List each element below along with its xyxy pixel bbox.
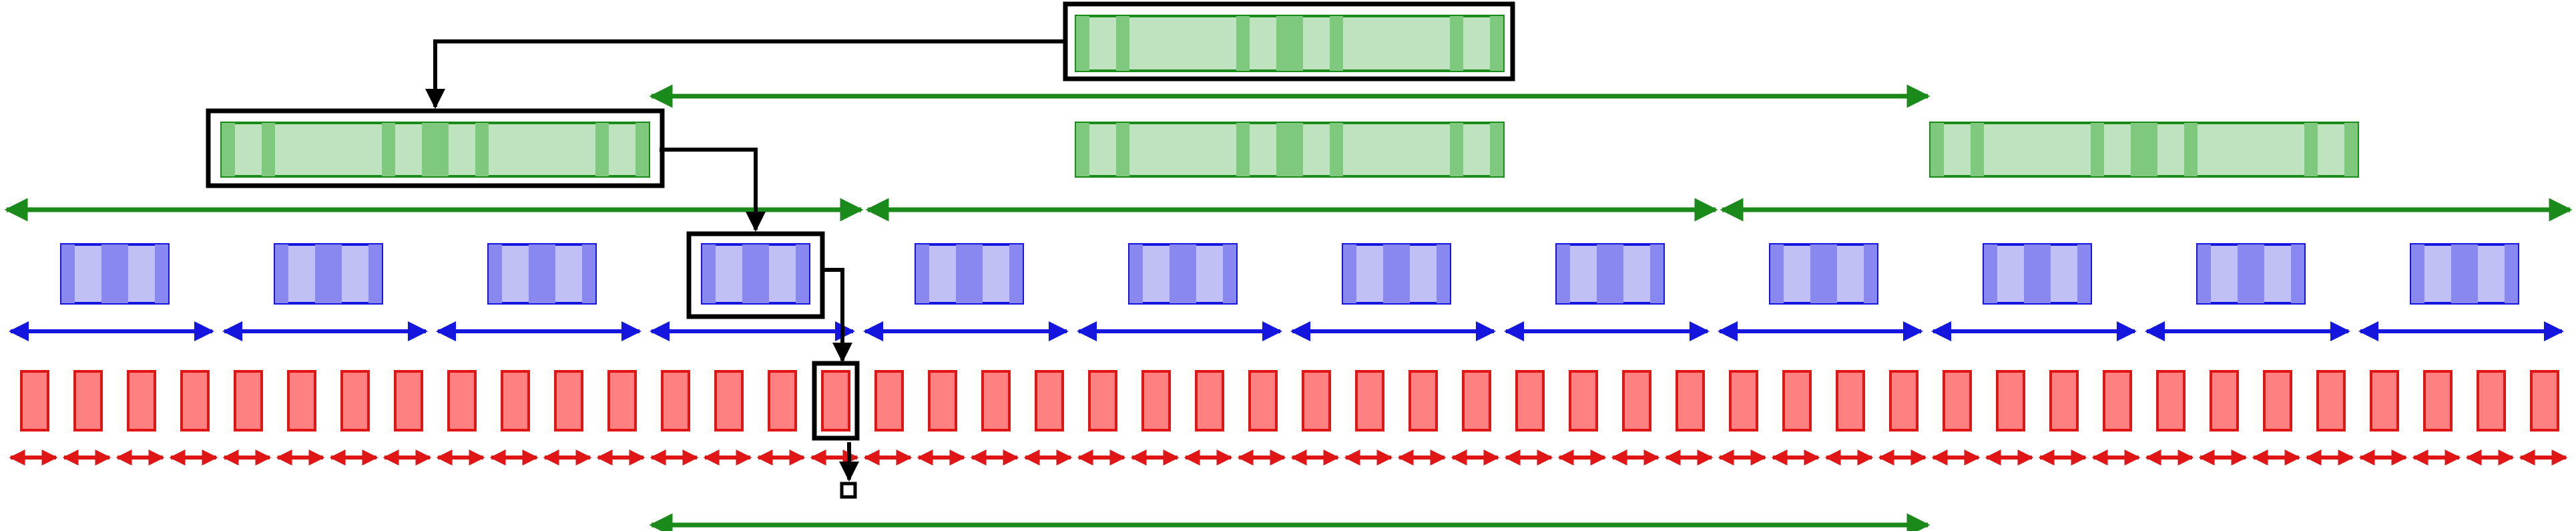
- level-3-block: [501, 370, 530, 431]
- level-3-block: [180, 370, 210, 431]
- level-3-block: [20, 370, 49, 431]
- level-3-block: [2103, 370, 2132, 431]
- level-3-block: [1195, 370, 1224, 431]
- level-3-block: [2370, 370, 2399, 431]
- level-2-block: [1555, 243, 1665, 305]
- connector-arrow: [822, 268, 852, 363]
- level-2-block: [1342, 243, 1451, 305]
- level-3-block: [2316, 370, 2346, 431]
- level-3-block: [1943, 370, 1972, 431]
- level-3-block: [394, 370, 423, 431]
- level-3-block: [2263, 370, 2292, 431]
- level-3-block: [2530, 370, 2559, 431]
- level-3-block: [2049, 370, 2079, 431]
- level-3-block: [768, 370, 797, 431]
- level-0-block: [1063, 1, 1515, 81]
- level-3-block: [1996, 370, 2025, 431]
- level-3-block: [1302, 370, 1331, 431]
- level-2-block: [1769, 243, 1878, 305]
- level-3-block: [340, 370, 370, 431]
- highlight-box: [812, 361, 860, 441]
- level-2-block: [1128, 243, 1238, 305]
- level-2-block: [686, 231, 825, 319]
- level-2-block: [60, 243, 170, 305]
- level-3-block: [607, 370, 637, 431]
- level-3-block: [234, 370, 263, 431]
- level-2-row: [8, 231, 2564, 341]
- level-3-block: [714, 370, 744, 431]
- level-3-block: [1782, 370, 1812, 431]
- level-3-row: [9, 361, 2568, 466]
- level-3-block: [1569, 370, 1598, 431]
- level-3-block: [554, 370, 583, 431]
- level-3-block: [2477, 370, 2506, 431]
- level-3-block: [127, 370, 156, 431]
- level-2-block: [487, 243, 597, 305]
- level-3-block: [1676, 370, 1705, 431]
- level-1-block: [1929, 122, 2359, 178]
- level-3-block: [874, 370, 904, 431]
- level-3-block: [1889, 370, 1918, 431]
- level-2-block: [2196, 243, 2306, 305]
- level-3-block: [661, 370, 690, 431]
- level-3-block: [1355, 370, 1384, 431]
- level-3-block: [1248, 370, 1278, 431]
- level-2-block: [2410, 243, 2519, 305]
- level-3-block: [2210, 370, 2239, 431]
- level-2-block: [1983, 243, 2092, 305]
- connector-arrow: [660, 148, 766, 232]
- level-3-block: [812, 361, 860, 441]
- level-3-block: [287, 370, 316, 431]
- level-2-block: [915, 243, 1024, 305]
- level-3-block: [73, 370, 103, 431]
- level-3-block: [1035, 370, 1064, 431]
- level-3-block: [1622, 370, 1651, 431]
- level-3-block: [1141, 370, 1171, 431]
- level-3-block: [1088, 370, 1117, 431]
- level-3-block: [1462, 370, 1491, 431]
- level-3-block: [2156, 370, 2185, 431]
- level-1-block: [1075, 122, 1505, 178]
- level-3-block: [2423, 370, 2453, 431]
- connector-arrow: [425, 39, 1065, 109]
- level-3-block: [447, 370, 477, 431]
- highlight-box: [686, 231, 825, 319]
- level-3-block: [1515, 370, 1545, 431]
- output-cell: [840, 482, 857, 499]
- level-3-block: [1408, 370, 1438, 431]
- level-2-block: [274, 243, 383, 305]
- level-1-block: [206, 108, 665, 188]
- level-3-block: [1729, 370, 1758, 431]
- level-3-block: [981, 370, 1011, 431]
- level-1-row: [4, 108, 2573, 222]
- level-3-block: [928, 370, 957, 431]
- level-3-block: [1836, 370, 1865, 431]
